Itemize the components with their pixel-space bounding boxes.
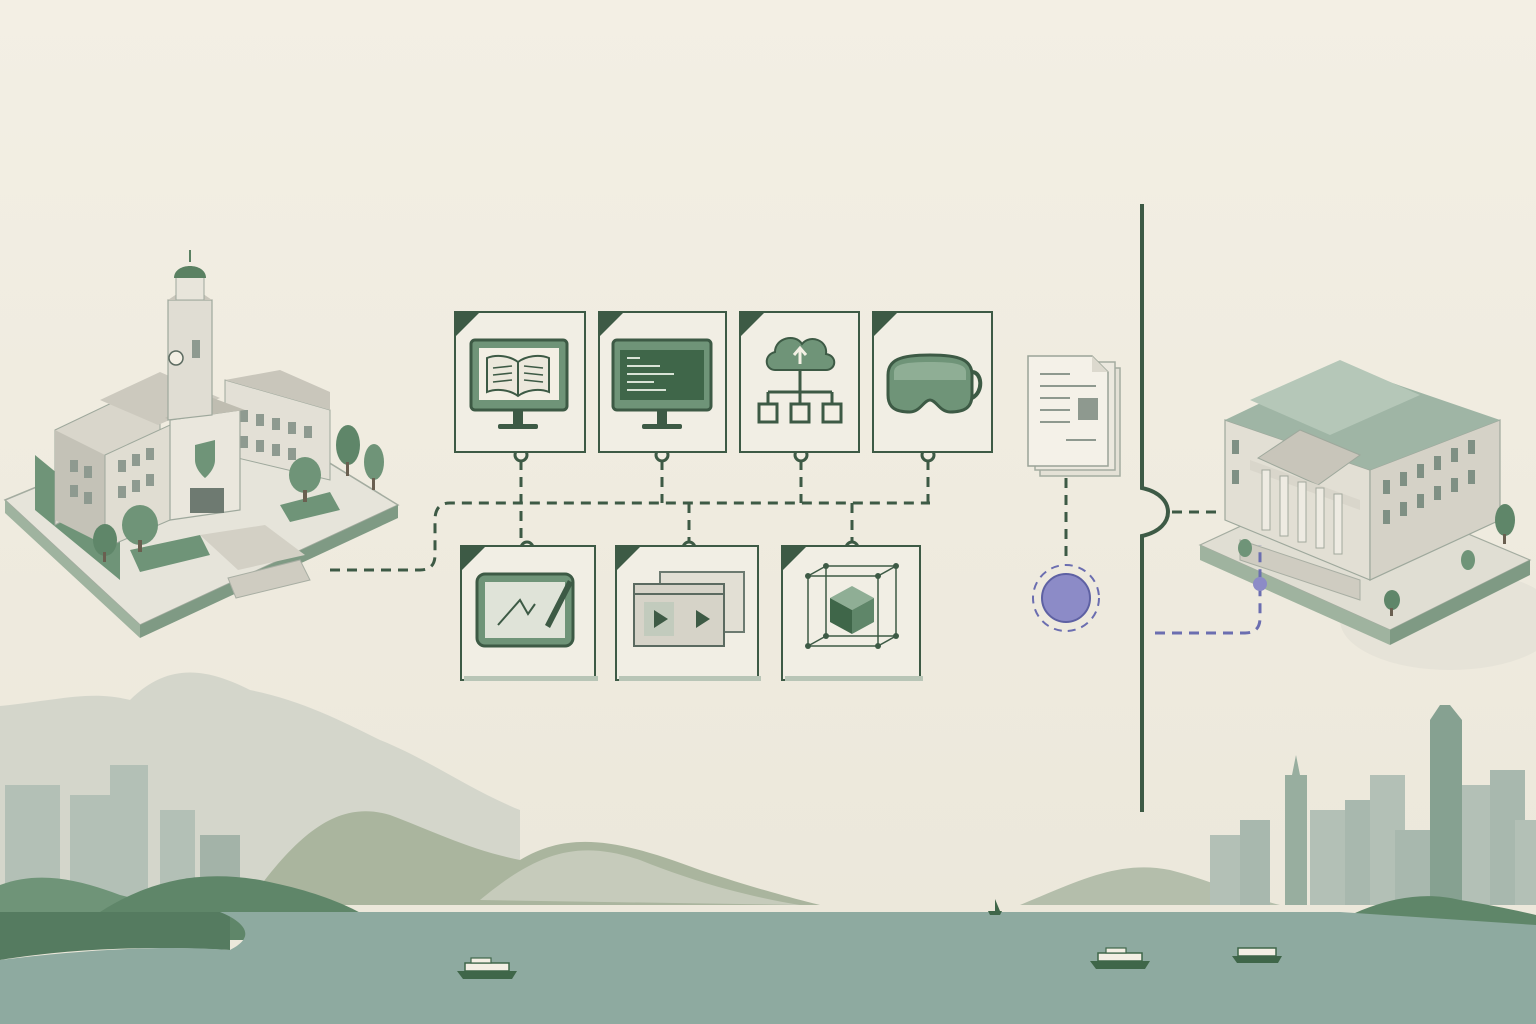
card-3d-modeling[interactable] (781, 545, 923, 681)
cloud-network-icon (757, 337, 843, 424)
monitor-code-icon (611, 338, 713, 429)
card-video-learning[interactable] (615, 545, 761, 681)
vertical-divider-line (1140, 204, 1171, 812)
video-player-icon (633, 571, 745, 647)
card-coding-platform[interactable] (598, 311, 727, 453)
university-campus-icon (3, 250, 400, 638)
purple-node-icon[interactable] (1032, 564, 1100, 632)
bottom-card-row (460, 545, 923, 681)
monitor-book-icon (469, 338, 569, 429)
card-digital-drawing[interactable] (460, 545, 598, 681)
drawing-tablet-icon (475, 572, 575, 648)
card-cloud-network[interactable] (739, 311, 860, 453)
right-skyline (1210, 705, 1536, 905)
connector-lines (330, 460, 1220, 572)
columned-institution-icon (1198, 360, 1536, 670)
card-digital-library[interactable] (454, 311, 586, 453)
boats (457, 899, 1282, 979)
vr-headset-icon (886, 353, 983, 414)
top-card-row (454, 311, 993, 453)
trees (93, 425, 384, 562)
3d-cube-icon (805, 563, 899, 649)
purple-junction-dot (1253, 577, 1267, 591)
document-stack-icon (1027, 355, 1121, 477)
harbour-water (0, 912, 1536, 1024)
card-virtual-reality[interactable] (872, 311, 993, 453)
purple-connector (1155, 545, 1262, 635)
